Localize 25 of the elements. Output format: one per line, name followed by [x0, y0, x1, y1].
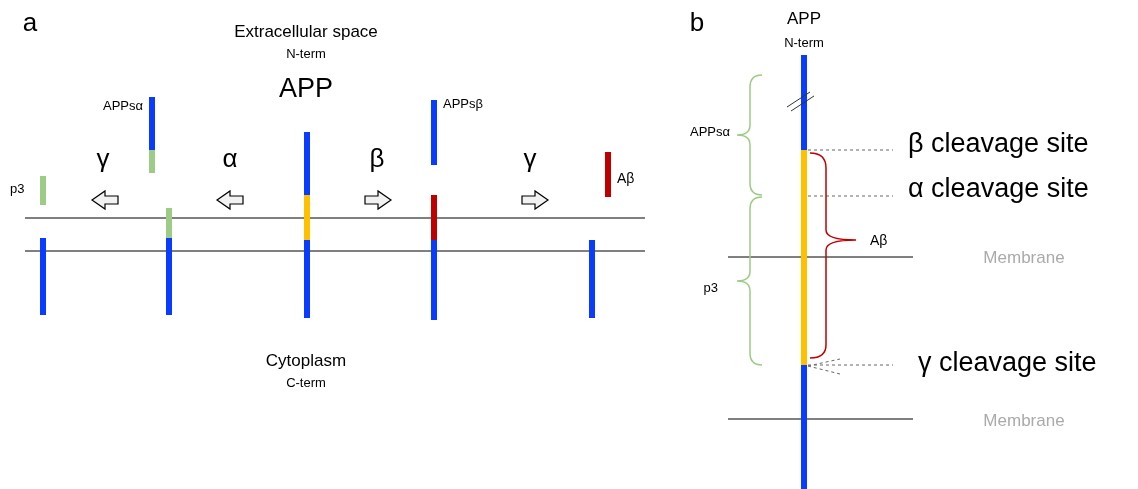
region-label: Extracellular space: [234, 22, 378, 40]
fragment-label: APPsα: [689, 124, 730, 138]
terminus-label: N-term: [784, 35, 824, 49]
cleavage-site-label: γ cleavage site: [918, 348, 1097, 376]
enzyme-label: γ: [523, 145, 537, 171]
terminus-label: N-term: [286, 46, 326, 60]
fragment-label: p3: [10, 181, 25, 195]
cleavage-site-label: α cleavage site: [908, 174, 1089, 202]
enzyme-label: γ: [96, 145, 110, 171]
fragment-label: APPsβ: [443, 96, 483, 110]
membrane-label: Membrane: [983, 248, 1065, 266]
panel-letter: b: [689, 9, 705, 35]
membrane-label: Membrane: [983, 411, 1065, 429]
cleavage-site-label: β cleavage site: [908, 129, 1089, 157]
fragment-label: Aβ: [870, 233, 888, 247]
enzyme-label: β: [369, 145, 385, 171]
fragment-label: Aβ: [617, 171, 635, 185]
terminus-label: C-term: [286, 375, 326, 389]
enzyme-label: α: [222, 145, 238, 171]
region-label: Cytoplasm: [265, 351, 347, 369]
protein-label: APP: [787, 9, 821, 27]
fragment-label: p3: [703, 280, 718, 294]
fragment-label: APPsα: [102, 98, 143, 112]
protein-label: APP: [279, 74, 333, 102]
panel-letter: a: [22, 9, 38, 35]
